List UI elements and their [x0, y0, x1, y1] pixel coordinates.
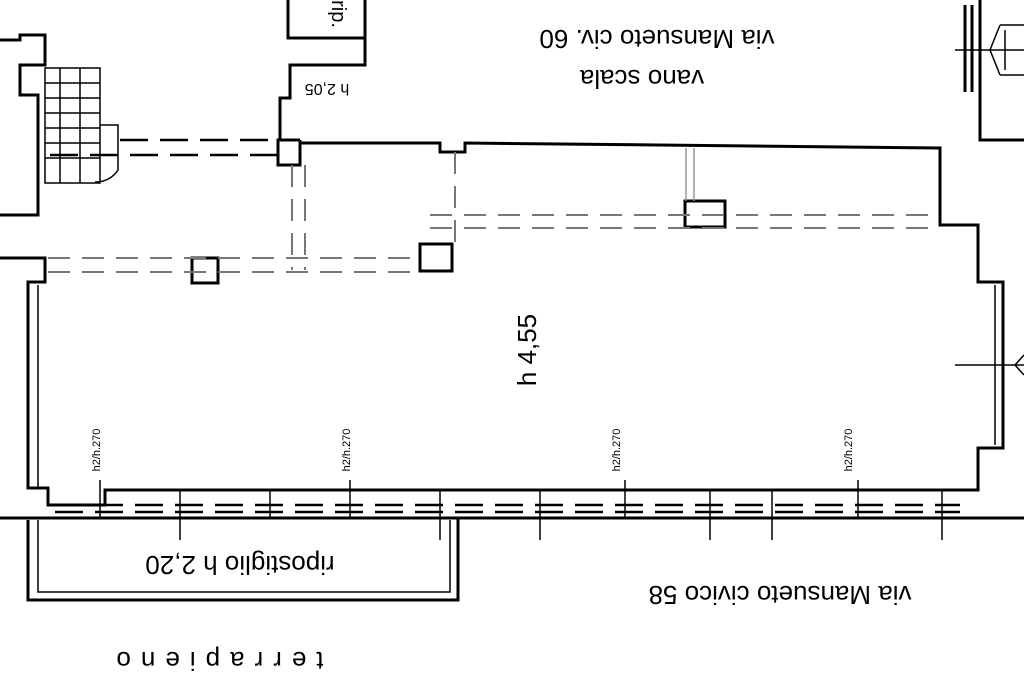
main-room-wall — [0, 138, 1005, 507]
top-right-wall — [963, 0, 1024, 142]
label-rip: rip. — [327, 0, 349, 28]
window-ticks — [99, 480, 943, 540]
stair-steps — [44, 67, 119, 184]
right-door-icon — [955, 354, 1024, 376]
label-terrapieno: terrapieno — [106, 646, 323, 676]
label-ripostiglio: ripostiglio h 2,20 — [145, 550, 334, 580]
label-window-h-1: h2/h.270 — [91, 429, 103, 472]
label-via-civ60: via Mansueto civ. 60 — [539, 24, 774, 54]
street-wall-inner — [37, 520, 451, 593]
label-window-h-4: h2/h.270 — [843, 429, 855, 472]
street-wall — [0, 516, 1024, 602]
stair-wall — [0, 33, 47, 217]
label-h-main: h 4,55 — [512, 314, 542, 386]
label-window-h-2: h2/h.270 — [341, 429, 353, 472]
door-arrow-icon — [955, 24, 1024, 76]
label-via-civico58: via Mansueto civico 58 — [648, 580, 911, 610]
label-h-ripostiglio-top: h 2,05 — [305, 80, 350, 97]
label-window-h-3: h2/h.270 — [611, 429, 623, 472]
pillar — [418, 242, 454, 273]
pillar — [190, 256, 220, 285]
rip-room-wall — [278, 0, 367, 140]
label-vano-scala: vano scala — [579, 64, 704, 94]
beam-lines — [48, 138, 960, 514]
